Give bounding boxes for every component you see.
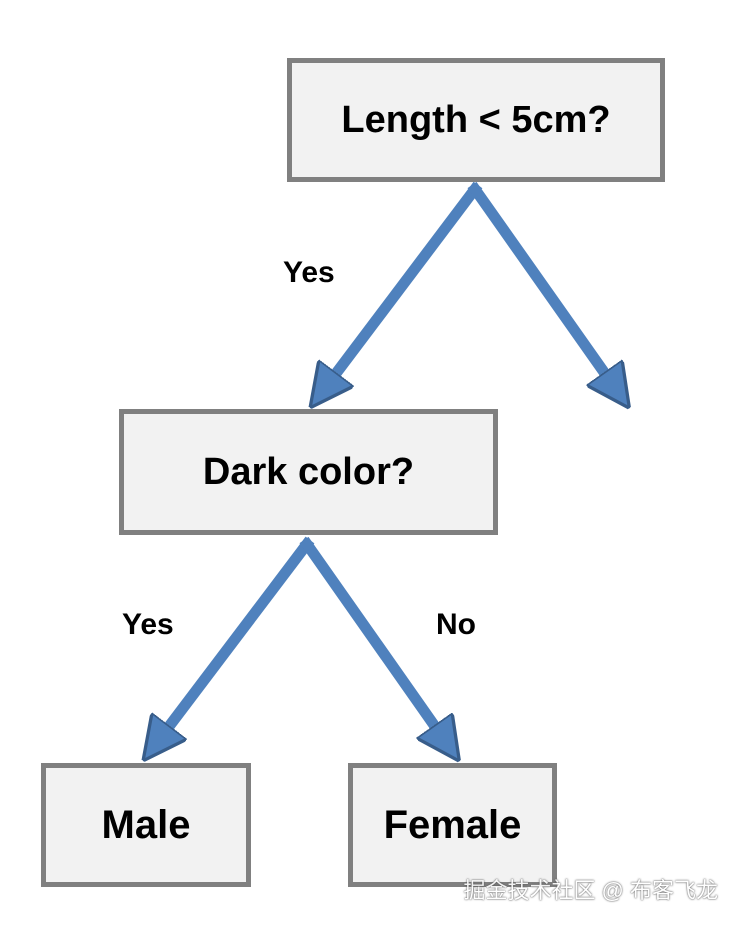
edge-label-dark-no: No [436,608,476,641]
leaf-female: Female [348,763,557,887]
arrow-root-yes [322,181,483,392]
arrow-dark-yes [155,536,315,745]
arrow-dark-no [299,536,448,745]
edge-label-root-yes: Yes [283,256,335,289]
leaf-male: Male [41,763,251,887]
node-length-question: Length < 5cm? [287,58,665,182]
edge-label-dark-yes: Yes [122,608,174,641]
arrow-root-no [467,181,618,392]
node-dark-color-question: Dark color? [119,409,498,535]
watermark: 掘金技术社区 @ 布客飞龙 [463,878,718,903]
